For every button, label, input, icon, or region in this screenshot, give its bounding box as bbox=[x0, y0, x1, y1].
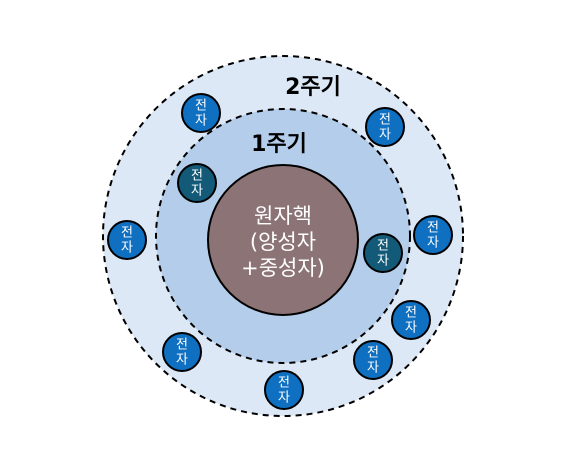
electron-label-line-2: 자 bbox=[367, 361, 379, 376]
electron-label-line-1: 전 bbox=[405, 306, 417, 321]
electron-7: 전자 bbox=[391, 300, 431, 340]
nucleus-label-line-1: 원자핵 bbox=[254, 204, 312, 228]
electron-label-line-1: 전 bbox=[367, 346, 379, 361]
electron-label-line-1: 전 bbox=[377, 239, 389, 254]
electron-circle bbox=[363, 233, 403, 273]
electron-2: 전자 bbox=[363, 233, 403, 273]
electron-6: 전자 bbox=[107, 220, 147, 260]
electron-label-line-2: 자 bbox=[176, 353, 188, 368]
nucleus-label-line-2: (양성자 bbox=[250, 230, 316, 254]
electron-circle bbox=[162, 332, 202, 372]
electron-circle bbox=[391, 300, 431, 340]
electron-circle bbox=[107, 220, 147, 260]
nucleus-label-line-3: +중성자) bbox=[241, 256, 325, 280]
electron-label-line-2: 자 bbox=[379, 128, 391, 143]
electron-9: 전자 bbox=[353, 340, 393, 380]
electron-8: 전자 bbox=[162, 332, 202, 372]
electron-10: 전자 bbox=[264, 370, 304, 410]
electron-label-line-2: 자 bbox=[121, 241, 133, 256]
electron-label-line-1: 전 bbox=[195, 99, 207, 114]
electron-label-line-1: 전 bbox=[278, 376, 290, 391]
electron-circle bbox=[264, 370, 304, 410]
electron-label-line-2: 자 bbox=[191, 184, 203, 199]
electron-circle bbox=[181, 93, 221, 133]
electron-circle bbox=[353, 340, 393, 380]
electron-label-line-2: 자 bbox=[377, 254, 389, 269]
electron-label-line-1: 전 bbox=[191, 169, 203, 184]
electron-label-line-2: 자 bbox=[278, 391, 290, 406]
electron-label-line-2: 자 bbox=[427, 236, 439, 251]
electron-label-line-1: 전 bbox=[176, 338, 188, 353]
electron-circle bbox=[413, 215, 453, 255]
electron-circle bbox=[177, 163, 217, 203]
nucleus bbox=[207, 164, 359, 316]
electron-label-line-2: 자 bbox=[405, 321, 417, 336]
electron-label-line-1: 전 bbox=[379, 113, 391, 128]
electron-4: 전자 bbox=[365, 107, 405, 147]
electron-1: 전자 bbox=[177, 163, 217, 203]
electron-circle bbox=[365, 107, 405, 147]
electron-5: 전자 bbox=[413, 215, 453, 255]
electron-label-line-2: 자 bbox=[195, 114, 207, 129]
inner-shell-label: 1주기 bbox=[251, 132, 307, 157]
outer-shell-label: 2주기 bbox=[285, 75, 341, 100]
electron-label-line-1: 전 bbox=[427, 221, 439, 236]
electron-3: 전자 bbox=[181, 93, 221, 133]
electron-label-line-1: 전 bbox=[121, 226, 133, 241]
